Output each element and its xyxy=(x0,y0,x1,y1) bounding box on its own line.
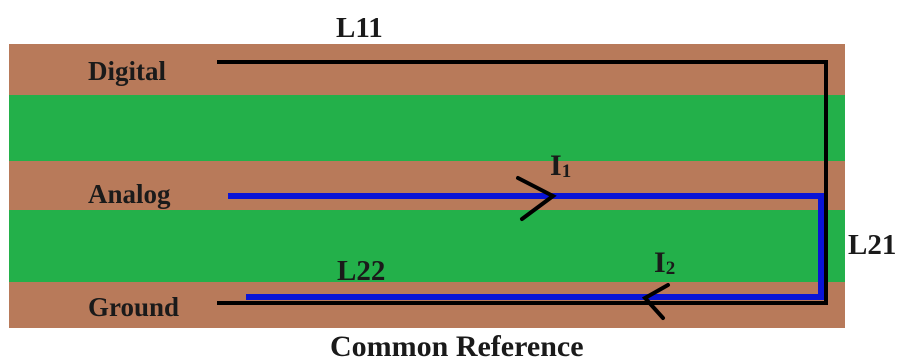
green-plane-2 xyxy=(9,210,845,282)
common-reference-label: Common Reference xyxy=(330,330,584,362)
segment-label-l11: L11 xyxy=(336,12,383,44)
current-i1-letter: I xyxy=(550,149,562,182)
current-label-i1: I1 xyxy=(550,149,571,182)
current-i2-subscript: 2 xyxy=(666,258,676,279)
current-label-i2: I2 xyxy=(654,246,675,279)
analog-layer-label: Analog xyxy=(88,179,171,209)
digital-layer-label: Digital xyxy=(88,56,166,86)
green-plane-1 xyxy=(9,95,845,161)
current-i2-letter: I xyxy=(654,246,666,279)
digital-layer xyxy=(9,44,845,95)
digital-return-wire xyxy=(217,60,828,305)
segment-label-l22: L22 xyxy=(337,255,385,287)
ground-layer-label: Ground xyxy=(88,292,179,322)
segment-label-l21: L21 xyxy=(848,229,896,261)
analog-layer xyxy=(9,161,845,210)
current-i1-subscript: 1 xyxy=(562,161,572,182)
current-arrow-i1 xyxy=(516,176,557,221)
analog-return-wire xyxy=(228,193,824,300)
current-arrow-i2 xyxy=(641,283,670,320)
